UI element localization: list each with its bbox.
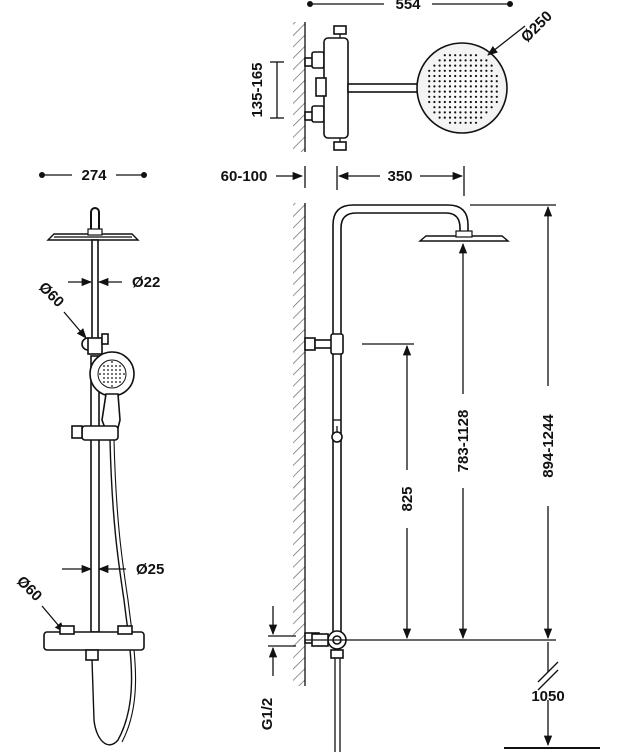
rain-shower-head-front: [46, 228, 140, 241]
flange-diameter-label: Ø60: [13, 573, 45, 605]
bar-diameter-bottom-dimension: Ø25: [62, 561, 164, 578]
side-wall-hatch: [293, 203, 305, 686]
overall-height-label: 894-1244: [540, 414, 557, 478]
handshower-height-dimension: 825: [362, 343, 416, 640]
riser-pipe-upper: [91, 239, 99, 341]
front-width-label: 274: [81, 167, 107, 184]
inlet-spacing-label: 135-165: [249, 62, 266, 117]
width-dimension: 554: [307, 0, 513, 13]
top-view: 554 135-165: [249, 0, 556, 152]
hose: [91, 439, 133, 746]
head-diameter-label: Ø250: [518, 8, 556, 46]
floor-height-label: 1050: [531, 688, 564, 705]
valve-body-top: [304, 25, 349, 151]
nozzle-pattern: [428, 54, 498, 124]
wall-hatch: [293, 22, 305, 152]
wall-bracket-upper: [81, 333, 109, 355]
side-view: 60-100 350: [221, 166, 600, 752]
riser-crook: [90, 207, 100, 230]
thermostatic-mixer: [43, 625, 145, 661]
overall-height-dimension: 894-1244: [470, 204, 557, 640]
handshower-height-label: 825: [399, 486, 416, 511]
side-slider-knob: [331, 426, 343, 443]
rain-shower-head-top: [416, 42, 508, 134]
front-view: 274 Ø22 Ø60: [13, 167, 164, 746]
wall-distance-dimension: 60-100: [221, 166, 306, 188]
shower-arm-top: [347, 83, 421, 93]
side-mixer: [304, 630, 347, 752]
side-riser: [332, 204, 469, 640]
head-diameter-dimension: Ø250: [487, 8, 556, 56]
inlet-spacing-dimension: 135-165: [249, 61, 284, 119]
head-height-adjust-label: 783-1128: [455, 410, 472, 473]
riser-pipe-lower: [90, 355, 100, 633]
bar-diameter-top-label: Ø22: [132, 274, 160, 291]
slider-diameter-label: Ø60: [35, 279, 67, 311]
inlet-thread-label: G1/2: [259, 698, 276, 731]
flange-diameter-dimension: Ø60: [13, 573, 65, 633]
arm-reach-label: 350: [387, 168, 412, 185]
slider-bracket: [71, 425, 119, 441]
front-width-dimension: 274: [39, 167, 147, 184]
bar-diameter-top-dimension: Ø22: [68, 274, 160, 291]
width-label: 554: [395, 0, 421, 13]
hand-shower-nozzles: [99, 361, 125, 387]
slider-diameter-dimension: Ø60: [35, 279, 87, 339]
head-height-adjust-dimension: 783-1128: [455, 242, 472, 640]
arm-reach-dimension: 350: [336, 166, 465, 196]
floor-height-dimension: 1050: [504, 642, 600, 749]
wall-distance-label: 60-100: [221, 168, 268, 185]
inlet-thread-dimension: G1/2: [259, 606, 296, 730]
rain-shower-head-side: [418, 230, 510, 242]
side-wall-bracket: [304, 333, 344, 355]
bar-diameter-bottom-label: Ø25: [136, 561, 164, 578]
